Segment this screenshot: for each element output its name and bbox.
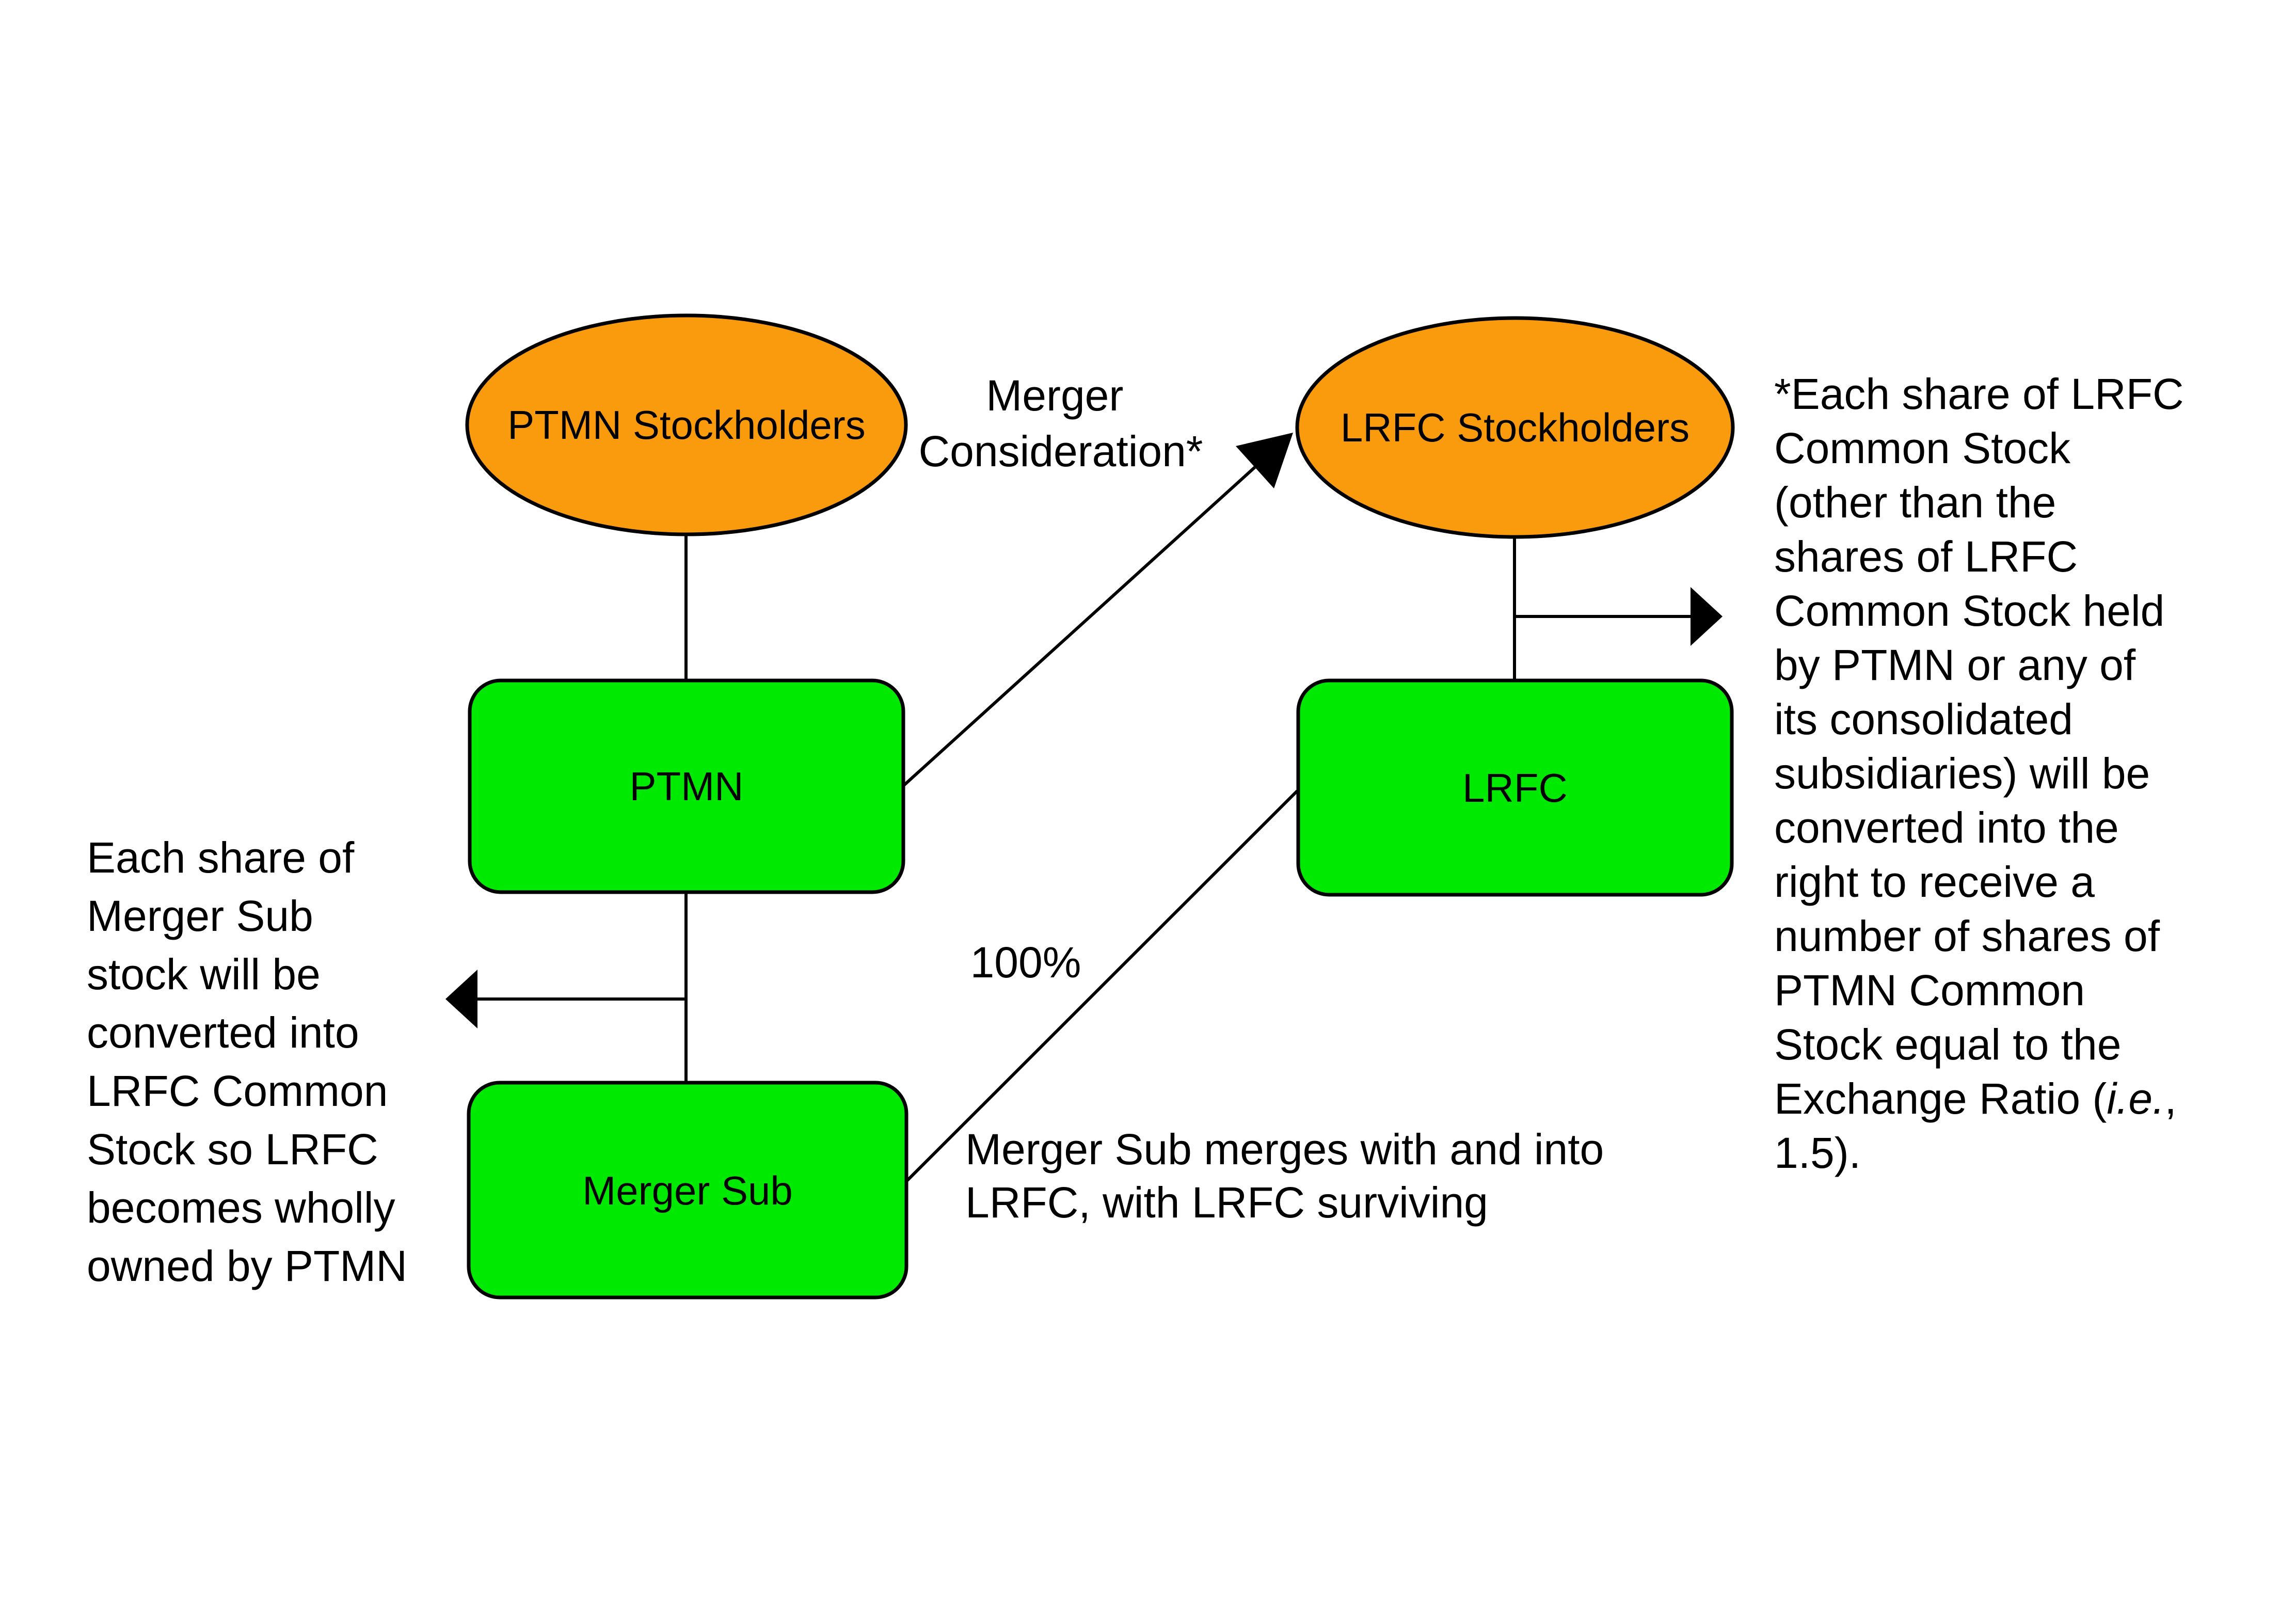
left-note-line: Each share of: [87, 833, 355, 882]
merger-consideration-arrowhead: [1236, 433, 1293, 488]
merger-consideration-line1: Merger: [986, 371, 1123, 420]
right-footnote-line: right to receive a: [1774, 858, 2095, 906]
left-note-line: LRFC Common: [87, 1067, 388, 1115]
right-footnote-line: Common Stock: [1774, 424, 2071, 472]
lrfc-stockholders-label: LRFC Stockholders: [1341, 405, 1689, 450]
left-note-line: converted into: [87, 1008, 359, 1057]
node-lrfc-stockholders: LRFC Stockholders: [1295, 316, 1735, 539]
ptmn-label: PTMN: [630, 764, 744, 809]
left-note-arrowhead: [445, 970, 477, 1028]
left-note-line: becomes wholly: [87, 1183, 395, 1232]
right-footnote-line: by PTMN or any of: [1774, 641, 2136, 689]
right-footnote-line: subsidiaries) will be: [1774, 749, 2150, 798]
bottom-note: Merger Sub merges with and into LRFC, wi…: [965, 1125, 1616, 1227]
node-ptmn: PTMN: [468, 678, 905, 894]
left-note: Each share of Merger Sub stock will be c…: [87, 833, 407, 1290]
ptmn-box: [468, 678, 905, 894]
right-footnote: *Each share of LRFC Common Stock (other …: [1774, 370, 2196, 1177]
right-footnote-line: PTMN Common: [1774, 966, 2085, 1015]
bottom-note-line: Merger Sub merges with and into: [965, 1125, 1604, 1174]
node-merger-sub: Merger Sub: [467, 1081, 908, 1300]
node-lrfc: LRFC: [1296, 678, 1734, 897]
right-note-arrowhead: [1691, 587, 1723, 646]
left-note-line: stock will be: [87, 950, 321, 999]
merger-sub-box: [467, 1081, 908, 1300]
node-ptmn-stockholders: PTMN Stockholders: [465, 313, 908, 536]
merger-sub-label: Merger Sub: [582, 1168, 793, 1213]
bottom-note-line: LRFC, with LRFC surviving: [965, 1178, 1488, 1227]
lrfc-box: [1296, 678, 1734, 897]
lrfc-stockholders-ellipse: [1295, 316, 1735, 539]
right-footnote-exchange-prefix: Exchange Ratio (: [1774, 1074, 2107, 1123]
right-footnote-line: its consolidated: [1774, 695, 2073, 743]
right-footnote-line: shares of LRFC: [1774, 532, 2078, 581]
right-footnote-ie-italic: i.e.: [2107, 1074, 2164, 1123]
connector-merger-sub-to-lrfc: [903, 789, 1299, 1185]
right-footnote-line: Stock equal to the: [1774, 1020, 2121, 1069]
left-note-line: owned by PTMN: [87, 1242, 407, 1290]
right-footnote-line: Common Stock held: [1774, 587, 2164, 635]
right-footnote-line: 1.5).: [1774, 1129, 1861, 1177]
right-footnote-line-exchange: Exchange Ratio (i.e.,: [1774, 1074, 2177, 1123]
merger-consideration-line2: Consideration*: [918, 427, 1203, 476]
right-footnote-line: number of shares of: [1774, 912, 2160, 960]
right-footnote-line: (other than the: [1774, 478, 2056, 527]
merger-consideration-label: Merger Consideration*: [918, 371, 1203, 476]
merger-consideration-arrow-shaft: [902, 466, 1256, 787]
lrfc-label: LRFC: [1462, 765, 1568, 811]
ptmn-stockholders-ellipse: [465, 313, 908, 536]
right-footnote-line: *Each share of LRFC: [1774, 370, 2184, 418]
right-footnote-line: converted into the: [1774, 803, 2119, 852]
right-footnote-exchange-suffix: ,: [2164, 1074, 2176, 1123]
left-note-line: Stock so LRFC: [87, 1125, 378, 1174]
ptmn-stockholders-label: PTMN Stockholders: [507, 402, 866, 448]
left-note-line: Merger Sub: [87, 892, 313, 940]
ownership-percentage-label: 100%: [970, 938, 1081, 987]
